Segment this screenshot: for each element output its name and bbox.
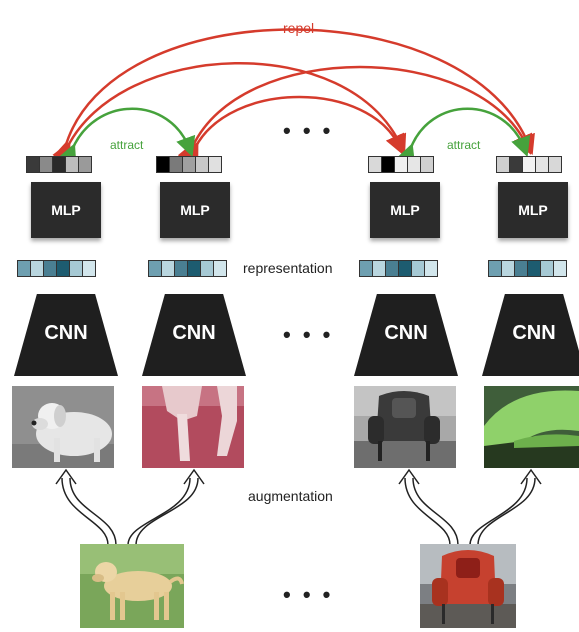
vector-cell xyxy=(183,157,195,172)
attract-label-right: attract xyxy=(447,138,481,152)
repel-arrow-2-3 xyxy=(180,95,405,164)
vector-cell xyxy=(515,261,527,276)
mlp-block-2: MLP xyxy=(160,182,230,238)
vector-cell xyxy=(31,261,43,276)
vector-cell xyxy=(157,157,169,172)
vector-cell xyxy=(528,261,540,276)
original-image-chair xyxy=(420,544,516,628)
mlp-block-3: MLP xyxy=(370,182,440,238)
representation-vector-4 xyxy=(488,260,567,277)
vector-cell xyxy=(386,261,398,276)
ellipsis-middle: • • • xyxy=(283,322,334,347)
repel-arrow-2-4 xyxy=(177,65,533,164)
vector-cell xyxy=(554,261,566,276)
vector-cell xyxy=(70,261,82,276)
cnn-block-2: CNN xyxy=(142,294,246,376)
vector-cell xyxy=(369,157,381,172)
vector-cell xyxy=(209,157,221,172)
original-image-dog xyxy=(80,544,184,628)
ellipsis-bottom: • • • xyxy=(283,582,334,607)
attract-label-left: attract xyxy=(110,138,144,152)
vector-cell xyxy=(489,261,501,276)
aug-arrow-chair xyxy=(398,468,542,546)
projection-vector-2 xyxy=(156,156,222,173)
vector-cell xyxy=(214,261,226,276)
cnn-block-1: CNN xyxy=(14,294,118,376)
vector-cell xyxy=(360,261,372,276)
repel-arrow-1-4 xyxy=(51,28,535,163)
vector-cell xyxy=(382,157,394,172)
vector-cell xyxy=(201,261,213,276)
vector-cell xyxy=(497,157,509,172)
vector-cell xyxy=(162,261,174,276)
augmented-image-dog-red xyxy=(142,386,244,468)
vector-cell xyxy=(170,157,182,172)
vector-cell xyxy=(541,261,553,276)
vector-cell xyxy=(44,261,56,276)
vector-cell xyxy=(175,261,187,276)
cnn-label: CNN xyxy=(384,322,428,344)
vector-cell xyxy=(53,157,65,172)
cnn-block-3: CNN xyxy=(354,294,458,376)
projection-vector-4 xyxy=(496,156,562,173)
augmented-image-dog-gray xyxy=(12,386,114,468)
representation-vector-2 xyxy=(148,260,227,277)
vector-cell xyxy=(412,261,424,276)
aug-arrow-dog xyxy=(55,468,205,546)
attract-arrow-left xyxy=(57,107,196,166)
vector-cell xyxy=(83,261,95,276)
projection-vector-1 xyxy=(26,156,92,173)
vector-cell xyxy=(27,157,39,172)
vector-cell xyxy=(549,157,561,172)
repel-arrow-1-3 xyxy=(52,62,407,164)
mlp-block-1: MLP xyxy=(31,182,101,238)
cnn-label: CNN xyxy=(512,322,556,344)
vector-cell xyxy=(79,157,91,172)
vector-cell xyxy=(18,261,30,276)
attract-arrow-right xyxy=(396,107,531,166)
representation-vector-1 xyxy=(17,260,96,277)
projection-vector-3 xyxy=(368,156,434,173)
cnn-label: CNN xyxy=(172,322,216,344)
augmented-image-chair-gray xyxy=(354,386,456,468)
vector-cell xyxy=(57,261,69,276)
cnn-block-4: CNN xyxy=(482,294,579,376)
ellipsis-top: • • • xyxy=(283,118,334,143)
vector-cell xyxy=(536,157,548,172)
vector-cell xyxy=(510,157,522,172)
vector-cell xyxy=(196,157,208,172)
vector-cell xyxy=(399,261,411,276)
vector-cell xyxy=(425,261,437,276)
vector-cell xyxy=(523,157,535,172)
augmentation-label: augmentation xyxy=(248,488,333,504)
vector-cell xyxy=(66,157,78,172)
augmented-image-chair-green xyxy=(484,386,579,468)
cnn-label: CNN xyxy=(44,322,88,344)
vector-cell xyxy=(373,261,385,276)
vector-cell xyxy=(502,261,514,276)
mlp-block-4: MLP xyxy=(498,182,568,238)
vector-cell xyxy=(188,261,200,276)
vector-cell xyxy=(40,157,52,172)
vector-cell xyxy=(395,157,407,172)
vector-cell xyxy=(149,261,161,276)
vector-cell xyxy=(408,157,420,172)
repel-label: repel xyxy=(283,20,315,36)
representation-vector-3 xyxy=(359,260,438,277)
vector-cell xyxy=(421,157,433,172)
representation-label: representation xyxy=(243,260,333,276)
